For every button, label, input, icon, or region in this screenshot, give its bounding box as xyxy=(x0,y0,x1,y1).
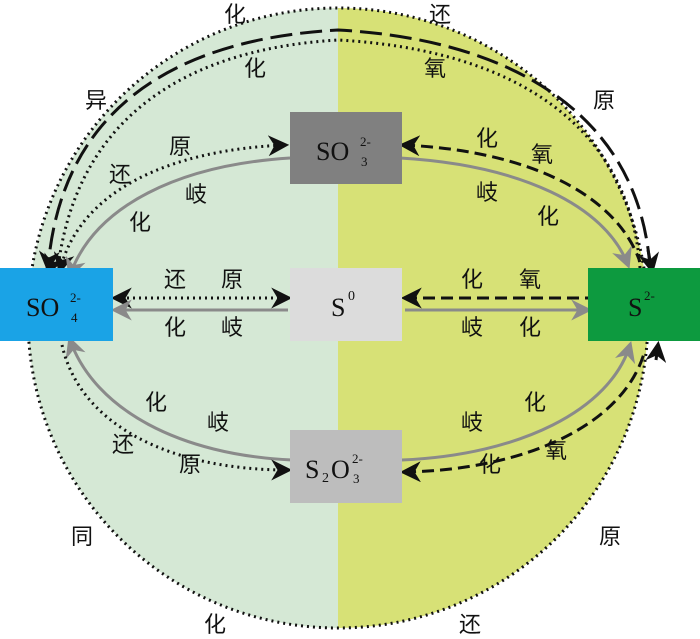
middle-right-label-b: 氧 xyxy=(519,268,541,293)
sulfite-box xyxy=(290,112,402,184)
outer-label-top-right-3: 原 xyxy=(593,89,615,114)
outer-label-top-left-2: 化 xyxy=(244,57,266,82)
middle-left-label-a: 还 xyxy=(164,268,186,293)
sulfate-formula: SO xyxy=(26,293,59,322)
outer-label-bottom-right-2: 还 xyxy=(459,613,481,638)
sulfide-bottom-arrowhead xyxy=(645,340,667,364)
lower-left-label-c: 还 xyxy=(112,433,134,458)
upper-right-label-a: 化 xyxy=(476,127,498,152)
outer-label-bottom-right-1: 原 xyxy=(599,525,621,550)
sulfate-thiosulfate-dotted-arrow xyxy=(60,344,293,481)
sulfide-formula: S xyxy=(628,293,642,322)
sulfate-subscript: 4 xyxy=(71,310,78,325)
middle-left-label-c: 化 xyxy=(164,316,186,341)
outer-label-top-right-2: 氧 xyxy=(424,57,446,82)
sulfur-box xyxy=(290,268,402,341)
upper-left-label-a: 原 xyxy=(169,135,191,160)
thiosulfate-sulfide-dashed-arrow xyxy=(399,349,647,483)
outer-label-top-left-1: 化 xyxy=(224,3,246,28)
lower-left-label-d: 原 xyxy=(179,453,201,478)
outer-label-bottom-left-1: 同 xyxy=(71,525,93,550)
lower-right-label-b: 岐 xyxy=(461,411,483,436)
outer-label-top-left-3: 异 xyxy=(85,89,107,114)
sulfite-sulfide-gray-arrow xyxy=(399,156,632,269)
sulfide-charge: 2- xyxy=(644,288,655,303)
lower-right-label-c: 氧 xyxy=(545,439,567,464)
thiosulfate-s-subscript: 2 xyxy=(322,471,329,486)
lower-right-label-a: 化 xyxy=(524,391,546,416)
sulfate-sulfite-dotted-arrow xyxy=(53,135,290,275)
sulfate-thiosulfate-gray-arrow xyxy=(65,336,293,462)
lower-left-label-a: 化 xyxy=(145,391,167,416)
upper-right-label-c: 岐 xyxy=(476,181,498,206)
sulfur-oxidation-state: 0 xyxy=(348,289,355,304)
lower-right-label-d: 化 xyxy=(479,453,501,478)
thiosulfate-sulfide-gray-arrow xyxy=(401,340,636,462)
upper-right-label-b: 氧 xyxy=(531,143,553,168)
thiosulfate-box xyxy=(290,430,402,503)
sulfide-top-arrowhead xyxy=(638,249,660,275)
sulfur-formula: S xyxy=(331,293,345,322)
thiosulfate-o: O xyxy=(331,455,350,484)
middle-left-label-b: 原 xyxy=(221,268,243,293)
sulfite-formula: SO xyxy=(316,137,349,166)
upper-left-label-c: 岐 xyxy=(185,183,207,208)
middle-right-label-a: 化 xyxy=(461,268,483,293)
sulfate-sulfite-gray-arrow xyxy=(65,156,291,279)
thiosulfate-o-subscript: 3 xyxy=(353,471,360,486)
thiosulfate-charge: 2- xyxy=(352,451,363,466)
sulfide-box xyxy=(588,268,700,341)
middle-left-label-d: 岐 xyxy=(221,316,243,341)
outer-label-top-right-1: 还 xyxy=(429,3,451,28)
sulfate-box xyxy=(0,268,113,341)
sulfite-subscript: 3 xyxy=(361,154,368,169)
lower-left-label-b: 岐 xyxy=(207,411,229,436)
sulfate-charge: 2- xyxy=(70,290,81,305)
upper-left-label-b: 还 xyxy=(109,163,131,188)
thiosulfate-s: S xyxy=(305,455,319,484)
outer-label-bottom-left-2: 化 xyxy=(204,613,226,638)
upper-right-label-d: 化 xyxy=(537,205,559,230)
middle-right-label-d: 化 xyxy=(519,316,541,341)
upper-left-label-d: 化 xyxy=(129,211,151,236)
middle-right-label-c: 岐 xyxy=(461,316,483,341)
sulfite-charge: 2- xyxy=(360,134,371,149)
sulfite-sulfide-dashed-arrow xyxy=(398,135,642,263)
